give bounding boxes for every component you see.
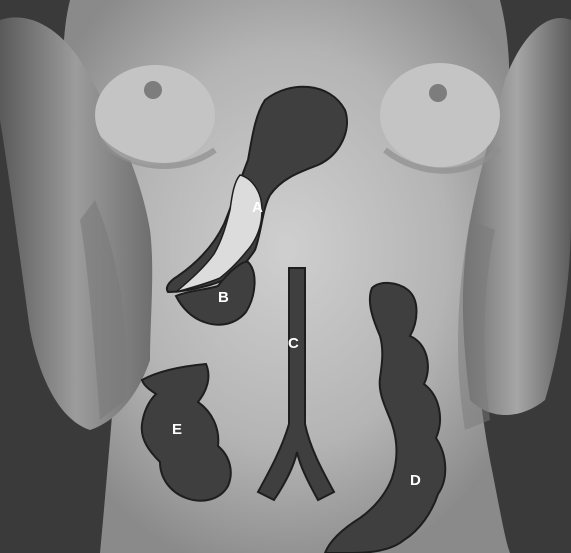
figure-stage: A B C D E: [0, 0, 571, 553]
torso-photograph: [0, 0, 571, 553]
